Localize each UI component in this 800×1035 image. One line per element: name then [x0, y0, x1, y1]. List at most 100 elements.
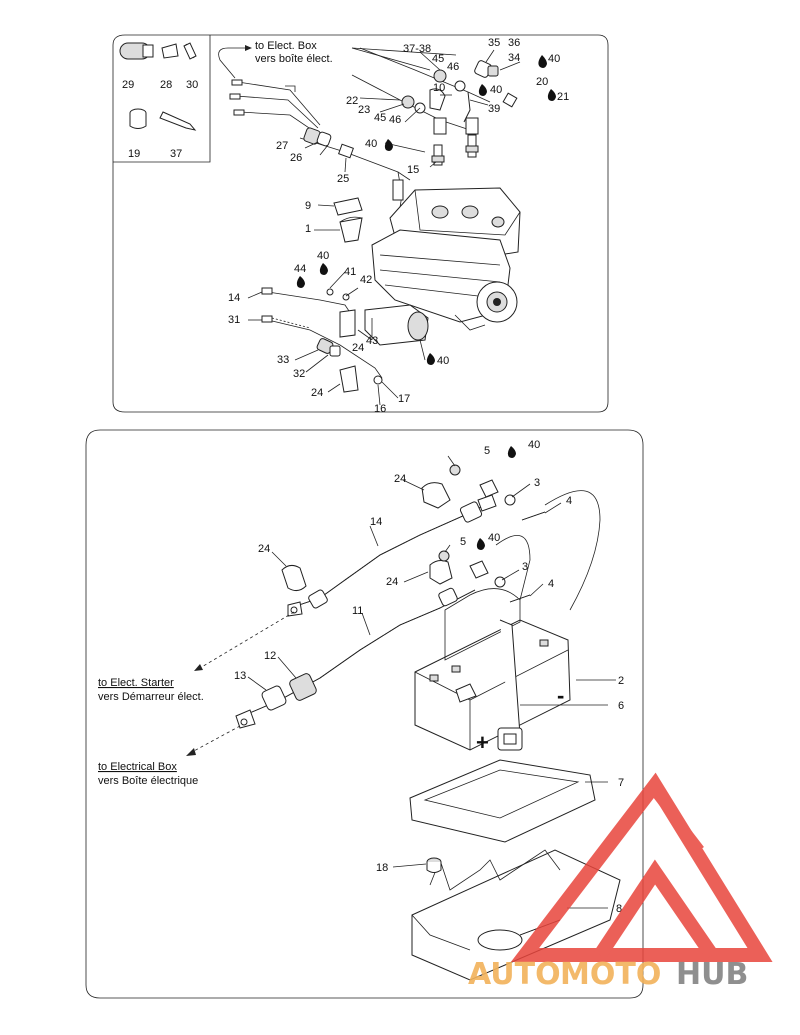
callout: 21: [557, 91, 569, 103]
callout: 29: [122, 79, 134, 91]
callout: 46: [447, 61, 459, 73]
callout: 24: [311, 387, 323, 399]
watermark-text: AUTO: [468, 957, 561, 992]
callout: 22: [346, 95, 358, 107]
callout: 31: [228, 314, 240, 326]
battery-cable-14: [194, 494, 497, 671]
callout: 4: [548, 578, 554, 590]
bottom-panel-frame: [85, 429, 644, 999]
spark-plug-wires: [351, 47, 518, 135]
ignition-cable: [299, 127, 411, 221]
callout: 45: [432, 53, 444, 65]
starter-label-en: to Elect. Starter: [98, 677, 174, 689]
callout: 24: [394, 473, 406, 485]
callout: 11: [352, 605, 363, 617]
engine-block: [371, 187, 521, 331]
callout: 34: [508, 52, 520, 64]
callout: 25: [337, 173, 349, 185]
wire-harness-connectors: [229, 79, 321, 133]
destination-label-en: to Elect. Box: [255, 40, 317, 52]
callout: 4: [566, 495, 572, 507]
callout: 40: [437, 355, 449, 367]
callout: 6: [618, 700, 624, 712]
callout: 20: [536, 76, 548, 88]
grease-drop-icon: [296, 55, 556, 365]
callout: 42: [360, 274, 372, 286]
callout: 2: [618, 675, 624, 687]
callout: 14: [370, 516, 382, 528]
callout: 28: [160, 79, 172, 91]
callout: 13: [234, 670, 246, 682]
terminal-boot: [281, 482, 453, 592]
inset-part-30: [183, 42, 197, 60]
callout: 10: [433, 82, 445, 94]
battery-tray: [411, 849, 621, 981]
destination-label-fr: vers boîte élect.: [255, 53, 333, 65]
callout: 30: [186, 79, 198, 91]
inset-frame: [113, 35, 211, 163]
callout: 40: [488, 532, 500, 544]
callout: 24: [386, 576, 398, 588]
positive-terminal-sign: +: [476, 730, 489, 755]
leader-lines-bottom: [247, 455, 616, 909]
inset-part-19: [129, 108, 147, 129]
callout: 16: [374, 403, 386, 415]
mount-bracket: [333, 197, 363, 243]
callout: 14: [228, 292, 240, 304]
callout: 18: [376, 862, 388, 874]
starter-label-fr: vers Démarreur élect.: [98, 691, 204, 703]
grease-drop-icon: [476, 446, 516, 550]
callout: 37-38: [403, 43, 431, 55]
watermark-text: HUB: [676, 957, 748, 992]
callout: 36: [508, 37, 520, 49]
electrical-box-label-en: to Electrical Box: [98, 761, 177, 773]
top-panel-frame: [112, 34, 609, 413]
callout: 40: [548, 53, 560, 65]
callout: 40: [365, 138, 377, 150]
callout: 5: [484, 445, 490, 457]
inset-part-37: [159, 111, 197, 131]
inset-part-28: [161, 43, 179, 59]
spark-plug: [431, 134, 479, 166]
callout: 40: [528, 439, 540, 451]
callout: 44: [294, 263, 306, 275]
callout: 1: [305, 223, 311, 235]
callout: 19: [128, 148, 140, 160]
callout: 24: [258, 543, 270, 555]
callout: 39: [488, 103, 500, 115]
callout: 5: [460, 536, 466, 548]
starter-motor: [261, 287, 429, 393]
callout: 40: [490, 84, 502, 96]
callout: 17: [398, 393, 410, 405]
callout: 27: [276, 140, 288, 152]
callout: 43: [366, 335, 378, 347]
leader-lines-top: [247, 47, 521, 406]
battery: [414, 490, 601, 751]
callout: 37: [170, 148, 182, 160]
callout: 23: [358, 104, 370, 116]
callout: 46: [389, 114, 401, 126]
callout: 35: [488, 37, 500, 49]
inset-part-29: [119, 42, 154, 60]
callout: 12: [264, 650, 276, 662]
callout: 8: [616, 903, 622, 915]
negative-terminal-sign: -: [557, 683, 564, 708]
automotohub-logo: [510, 772, 773, 962]
battery-cable-11: [186, 587, 476, 756]
callout: 3: [522, 561, 528, 573]
callout: 7: [618, 777, 624, 789]
callout: 33: [277, 354, 289, 366]
battery-pad: [409, 759, 596, 843]
callout: 32: [293, 368, 305, 380]
callout: 3: [534, 477, 540, 489]
destination-arrow: [218, 47, 248, 79]
rubber-bushing: [426, 857, 442, 873]
callout: 26: [290, 152, 302, 164]
callout: 41: [344, 266, 356, 278]
callout: 9: [305, 200, 311, 212]
callout: 40: [317, 250, 329, 262]
callout: 15: [407, 164, 419, 176]
electrical-box-label-fr: vers Boîte électrique: [98, 775, 198, 787]
watermark-text: MOTO: [560, 957, 661, 992]
